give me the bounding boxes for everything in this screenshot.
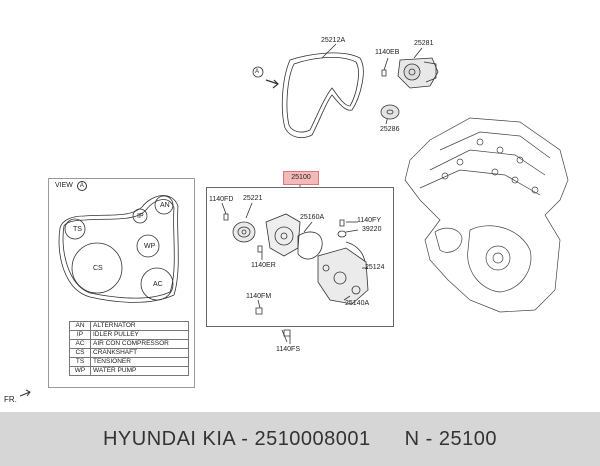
label-housing: 25140A <box>345 300 370 307</box>
callout-main-part: 25100 <box>283 171 319 185</box>
footer-reference: N - 25100 <box>404 427 498 450</box>
pulley-ip-label: IP <box>137 213 144 220</box>
parts-diagram: 25212A 1140EB 25281 25286 A 25100 1140FD… <box>4 37 569 404</box>
water-pump-group-box <box>206 187 394 327</box>
label-bolt-top: 1140EB <box>375 49 400 56</box>
label-bolt-fy: 1140FY <box>357 217 381 224</box>
belt-outline <box>281 52 364 139</box>
view-marker-top: A <box>255 69 260 75</box>
belt-routing-drawing <box>58 195 179 303</box>
label-idler: 25286 <box>380 126 400 133</box>
front-direction-label: FR. <box>4 395 17 404</box>
view-a-title: VIEW A <box>55 181 87 191</box>
label-pulley: 25221 <box>243 195 263 202</box>
pulley-cs-label: CS <box>93 265 103 272</box>
footer-part-number: HYUNDAI KIA - 2510008001 <box>102 427 371 450</box>
pulley-ac-label: AC <box>153 281 163 288</box>
label-bolt-fd: 1140FD <box>209 196 234 203</box>
pulley-ts-label: TS <box>73 226 82 233</box>
label-bolt-fm: 1140FM <box>246 293 272 300</box>
pulley-an-label: AN <box>160 202 170 209</box>
label-bolt-fs: 1140FS <box>276 346 300 353</box>
label-bolt-er: 1140ER <box>251 262 276 269</box>
label-tensioner: 25281 <box>414 40 434 47</box>
pulley-wp-label: WP <box>144 243 156 250</box>
water-pump-parts-drawing <box>221 183 369 344</box>
diagram-drawing <box>19 43 569 397</box>
engine-block-drawing <box>404 117 569 313</box>
label-gasket: 25160A <box>300 214 325 221</box>
footer-banner: HYUNDAI KIA - 2510008001 N - 25100 <box>0 412 600 466</box>
label-belt: 25212A <box>321 37 346 44</box>
view-a-marker: A <box>76 181 87 191</box>
legend-row: WP WATER PUMP <box>69 366 189 376</box>
label-oring: 39220 <box>362 226 382 233</box>
label-pipe: 25124 <box>365 264 385 271</box>
